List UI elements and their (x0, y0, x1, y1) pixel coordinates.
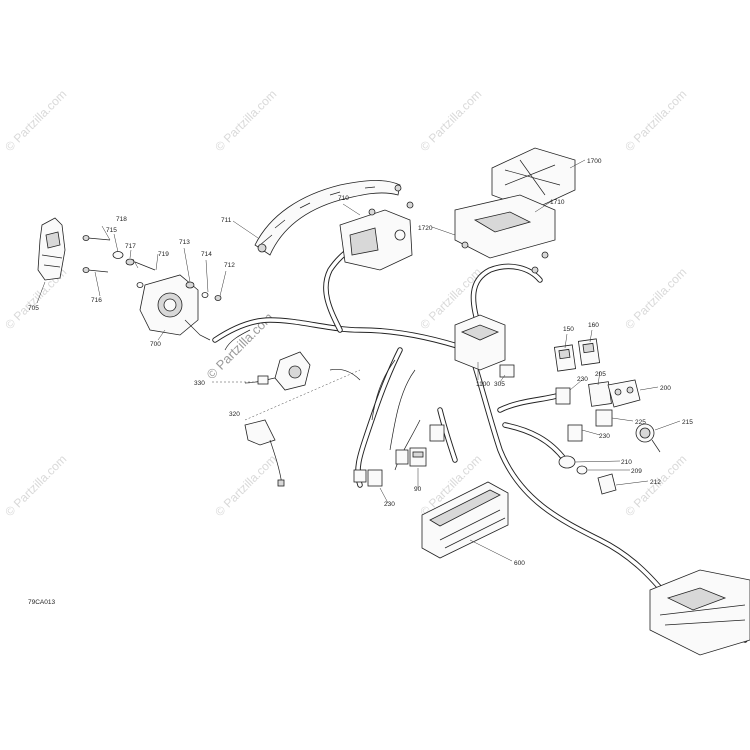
part-1700-cover (491, 147, 576, 211)
leader-lines (36, 159, 681, 562)
callout-705: 705 (28, 305, 39, 312)
switch-group (553, 338, 641, 442)
connectors-230-group (353, 424, 445, 487)
callout-715: 715 (106, 227, 117, 234)
watermark-text: © Partzilla.com (212, 87, 279, 154)
watermark-text: © Partzilla.com (622, 87, 689, 154)
callout-330: 330 (194, 380, 205, 387)
callout-710: 710 (338, 195, 349, 202)
callout-718: 718 (116, 216, 127, 223)
parts-210-212 (558, 455, 617, 495)
callout-717: 717 (125, 243, 136, 250)
callout-200: 200 (660, 385, 671, 392)
part-320-bracket (244, 419, 285, 487)
lower-right-assembly (649, 569, 750, 656)
callout-714: 714 (201, 251, 212, 258)
part-710-module (339, 201, 414, 271)
callout-230-c: 230 (384, 501, 395, 508)
callout-719: 719 (158, 251, 169, 258)
callout-716: 716 (91, 297, 102, 304)
watermark-text: © Partzilla.com (417, 87, 484, 154)
part-1710-tray (454, 194, 556, 274)
watermark-text: © Partzilla.com (622, 265, 689, 332)
callout-1100: 1100 (476, 381, 490, 388)
watermark-text: © Partzilla.com (2, 87, 69, 154)
callout-1720: 1720 (418, 225, 433, 232)
part-700-motor (139, 274, 222, 341)
watermark-text: © Partzilla.com (212, 452, 279, 519)
callout-600: 600 (514, 560, 525, 567)
callout-1700: 1700 (587, 158, 602, 165)
drawing-code: 79CA013 (28, 599, 55, 606)
callout-230-a: 230 (577, 376, 588, 383)
main-wiring-harness (212, 242, 748, 643)
watermark-layer: © Partzilla.com © Partzilla.com © Partzi… (2, 87, 689, 519)
callout-713: 713 (179, 239, 190, 246)
callout-305: 305 (494, 381, 505, 388)
part-215-socket (635, 423, 661, 453)
callout-230-b: 230 (599, 433, 610, 440)
callout-205: 205 (595, 371, 606, 378)
callout-711: 711 (221, 217, 232, 224)
callout-225: 225 (635, 419, 646, 426)
callout-1710: 1710 (550, 199, 565, 206)
callout-320: 320 (229, 411, 240, 418)
callout-212: 212 (650, 479, 661, 486)
callout-160: 160 (588, 322, 599, 329)
callout-210: 210 (621, 459, 632, 466)
watermark-text: © Partzilla.com (2, 452, 69, 519)
part-705-bracket (37, 217, 66, 281)
callout-215: 215 (682, 419, 693, 426)
part-600-cluster (421, 481, 509, 559)
callout-labels: 705 715 716 717 718 719 713 714 712 700 … (28, 158, 693, 567)
part-90-connector (409, 447, 427, 467)
callout-700: 700 (150, 341, 161, 348)
callout-209: 209 (631, 468, 642, 475)
part-1100-relay-box (454, 314, 515, 378)
part-711-bracket (254, 180, 402, 256)
callout-712: 712 (224, 262, 235, 269)
part-330-sensor (244, 351, 311, 391)
callout-90: 90 (414, 486, 422, 493)
fasteners-group (82, 235, 156, 288)
callout-150: 150 (563, 326, 574, 333)
